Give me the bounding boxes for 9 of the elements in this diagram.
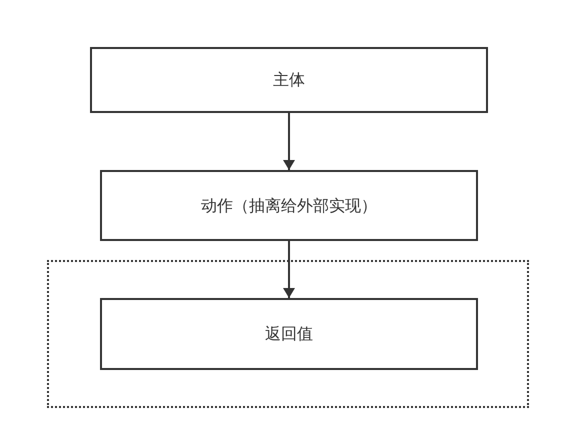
- box-label: 主体: [273, 70, 305, 90]
- arrow: [283, 241, 295, 298]
- arrow: [283, 113, 295, 170]
- process-box: [100, 298, 478, 370]
- box-label: 动作（抽离给外部实现）: [201, 196, 377, 216]
- box-label: 返回值: [265, 324, 313, 344]
- process-box: [90, 47, 488, 113]
- process-box: [100, 170, 478, 241]
- dotted-frame: [47, 260, 529, 408]
